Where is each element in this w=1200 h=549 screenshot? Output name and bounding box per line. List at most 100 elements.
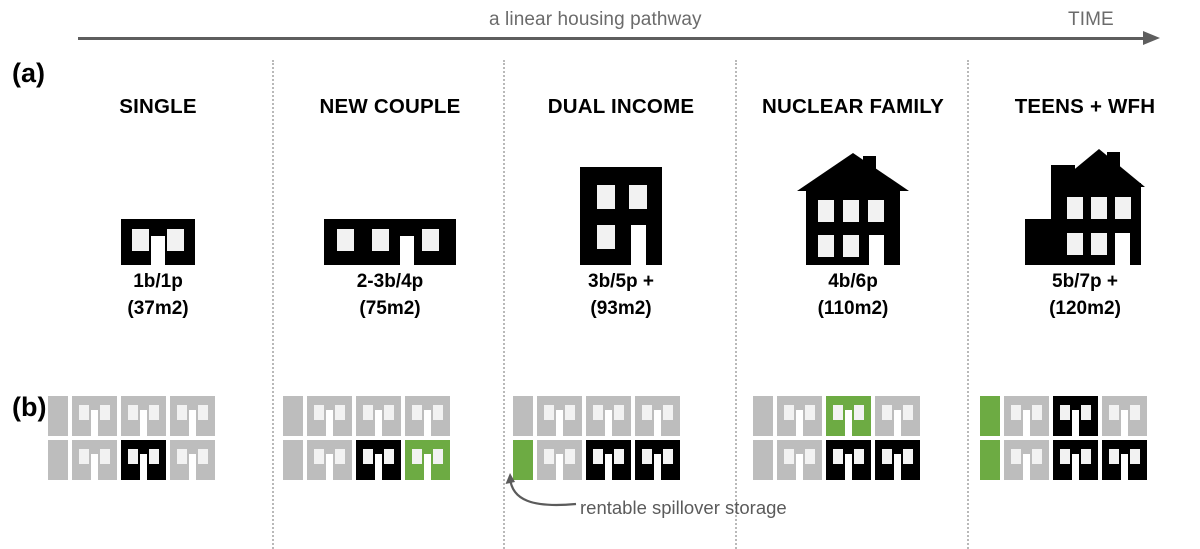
caption-line-1: 2-3b/4p [356, 271, 424, 292]
unit-tile-gray[interactable] [170, 440, 215, 480]
storage-tile-gray[interactable] [283, 396, 303, 436]
unit-tile-black[interactable] [1053, 396, 1098, 436]
stock-grid-teens-wfh [980, 396, 1147, 480]
unit-tile-gray[interactable] [875, 396, 920, 436]
column-icon-single [42, 119, 274, 269]
caption-line-2: (120m2) [1049, 297, 1121, 319]
wide-flat-icon [324, 219, 456, 265]
storage-tile-gray[interactable] [283, 440, 303, 480]
column-title-dual-income: DUAL INCOME [547, 95, 695, 118]
single-storey-flat-icon [121, 219, 195, 265]
column-icon-teens-wfh [969, 119, 1200, 269]
unit-tile-gray[interactable] [170, 396, 215, 436]
column-title-new-couple: NEW COUPLE [319, 95, 461, 118]
unit-tile-gray[interactable] [1004, 396, 1049, 436]
unit-tile-black[interactable] [356, 440, 401, 480]
column-caption-new-couple: 2-3b/4p (75m2) [274, 269, 506, 323]
stock-row [513, 396, 680, 436]
unit-tile-gray[interactable] [635, 396, 680, 436]
storage-tile-gray[interactable] [753, 440, 773, 480]
unit-tile-black[interactable] [1053, 440, 1098, 480]
unit-tile-gray[interactable] [537, 396, 582, 436]
unit-tile-gray[interactable] [405, 396, 450, 436]
unit-tile-black[interactable] [635, 440, 680, 480]
unit-tile-gray[interactable] [356, 396, 401, 436]
caption-line-2: (110m2) [817, 297, 889, 319]
stock-row [283, 396, 450, 436]
column-divider-4 [967, 60, 970, 549]
storage-tile-green[interactable] [980, 440, 1000, 480]
unit-tile-gray[interactable] [72, 396, 117, 436]
column-title-nuclear-family: NUCLEAR FAMILY [762, 95, 944, 118]
storage-tile-gray[interactable] [753, 396, 773, 436]
unit-tile-gray[interactable] [1102, 396, 1147, 436]
storage-tile-green[interactable] [513, 440, 533, 480]
section-label-a: (a) [12, 58, 45, 88]
caption-line-1: 4b/6p [828, 271, 878, 292]
stock-row [980, 440, 1147, 480]
column-dual-income: DUAL INCOME 3b/5p + (93m2) [505, 95, 737, 323]
unit-tile-gray[interactable] [307, 440, 352, 480]
caption-line-1: 1b/1p [133, 271, 183, 292]
column-title-teens-wfh: TEENS + WFH [1014, 95, 1156, 118]
unit-tile-gray[interactable] [777, 396, 822, 436]
unit-tile-gray[interactable] [777, 440, 822, 480]
stock-row [753, 396, 920, 436]
stock-row [980, 396, 1147, 436]
caption-line-1: 3b/5p + [588, 271, 654, 292]
column-title-single: SINGLE [119, 95, 197, 118]
column-caption-nuclear-family: 4b/6p (110m2) [737, 269, 969, 323]
pitched-roof-house-icon [797, 153, 909, 265]
unit-tile-black[interactable] [121, 440, 166, 480]
storage-tile-gray[interactable] [48, 440, 68, 480]
annotation-label: rentable spillover storage [580, 497, 787, 518]
arrow-right-icon [1143, 31, 1160, 45]
unit-tile-black[interactable] [586, 440, 631, 480]
caption-line-2: (75m2) [359, 297, 421, 319]
stock-grid-single [48, 396, 215, 480]
pathway-label: a linear housing pathway [489, 9, 702, 30]
storage-tile-green[interactable] [980, 396, 1000, 436]
column-caption-teens-wfh: 5b/7p + (120m2) [969, 269, 1200, 323]
unit-tile-gray[interactable] [537, 440, 582, 480]
column-caption-single: 1b/1p (37m2) [42, 269, 274, 323]
column-icon-dual-income [505, 119, 737, 269]
column-icon-nuclear-family [737, 119, 969, 269]
column-teens-wfh: TEENS + WFH 5b/7p + (120m2) [969, 95, 1200, 323]
stock-row [48, 440, 215, 480]
stock-grid-new-couple [283, 396, 450, 480]
caption-line-2: (93m2) [590, 297, 652, 319]
caption-line-1: 5b/7p + [1052, 271, 1118, 292]
stock-row [513, 440, 680, 480]
column-divider-3 [735, 60, 738, 549]
time-axis-line [78, 37, 1146, 40]
stock-row [283, 440, 450, 480]
unit-tile-black[interactable] [826, 440, 871, 480]
storage-tile-gray[interactable] [48, 396, 68, 436]
unit-tile-gray[interactable] [586, 396, 631, 436]
column-nuclear-family: NUCLEAR FAMILY 4b/6p (110m2) [737, 95, 969, 323]
unit-tile-gray[interactable] [121, 396, 166, 436]
unit-tile-gray[interactable] [307, 396, 352, 436]
section-label-b: (b) [12, 392, 47, 422]
unit-tile-black[interactable] [1102, 440, 1147, 480]
column-divider-1 [272, 60, 275, 549]
unit-tile-black[interactable] [875, 440, 920, 480]
column-divider-2 [503, 60, 506, 549]
two-storey-block-icon [580, 167, 662, 265]
stock-grid-dual-income [513, 396, 680, 480]
unit-tile-green[interactable] [405, 440, 450, 480]
curved-arrow-icon [498, 470, 588, 515]
storage-tile-gray[interactable] [513, 396, 533, 436]
stock-row [753, 440, 920, 480]
unit-tile-green[interactable] [826, 396, 871, 436]
caption-line-2: (37m2) [127, 297, 189, 319]
time-axis-label: TIME [1068, 9, 1114, 30]
column-new-couple: NEW COUPLE 2-3b/4p (75m2) [274, 95, 506, 323]
unit-tile-gray[interactable] [1004, 440, 1049, 480]
stock-row [48, 396, 215, 436]
stock-grid-nuclear-family [753, 396, 920, 480]
house-with-annex-icon [1025, 149, 1145, 265]
unit-tile-gray[interactable] [72, 440, 117, 480]
